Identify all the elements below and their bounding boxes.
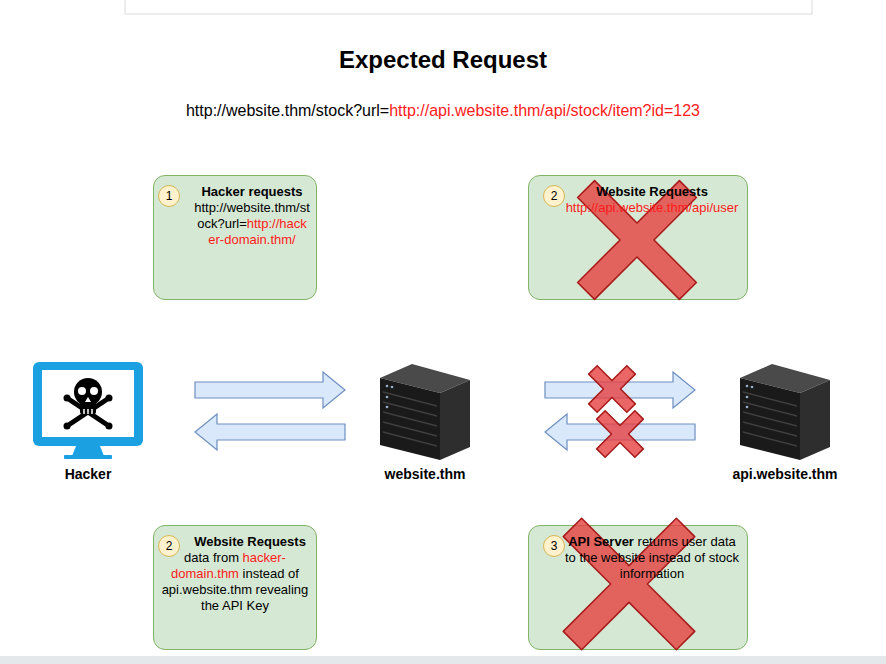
process-box: Website Requestsdata fromhacker-domain.t… xyxy=(153,525,317,650)
request-url: http://website.thm/stock?url=http://api.… xyxy=(0,101,886,121)
bottom-bar xyxy=(0,656,886,664)
arrow-left xyxy=(545,414,695,450)
skull-icon xyxy=(64,378,113,430)
panel-edge xyxy=(125,0,812,14)
process-box: Hacker requestshttp://website.thm/stock?… xyxy=(153,175,317,300)
cross-mark xyxy=(574,351,650,427)
callout-number: 2 xyxy=(158,535,180,557)
box-text: http://api.website.thm/api/user xyxy=(566,200,739,215)
cross-mark xyxy=(535,138,739,342)
cross-mark xyxy=(516,471,742,664)
device-label: website.thm xyxy=(385,465,466,483)
callout-text: 3 xyxy=(551,539,558,553)
hacker-monitor xyxy=(33,362,143,459)
text-block: http://website.thm/stock?url=http://hack… xyxy=(154,200,310,248)
arrow-right xyxy=(195,372,345,408)
url-part: http://website.thm/stock?url= xyxy=(186,102,389,119)
arrow-right xyxy=(545,372,695,408)
url-part: http://api.website.thm/api/stock/item?id… xyxy=(389,102,700,119)
device-label: api.website.thm xyxy=(732,465,837,483)
device-label: Hacker xyxy=(65,465,112,483)
callout-text: 2 xyxy=(551,189,558,203)
text-block: data fromhacker-domain.thminstead of api… xyxy=(154,550,310,614)
box-heading: Hacker requests xyxy=(201,184,302,199)
callout-number: 2 xyxy=(543,185,565,207)
box-heading: Website Requests xyxy=(596,184,708,199)
process-box: Website Requestshttp://api.website.thm/a… xyxy=(528,175,748,300)
box-text: data from xyxy=(184,550,239,565)
callout-number: 3 xyxy=(543,535,565,557)
box-heading: API Server xyxy=(568,534,634,549)
server-icon xyxy=(380,364,470,460)
cross-mark xyxy=(582,396,658,472)
box-heading: Website Requests xyxy=(194,534,306,549)
process-box: API Serverreturns user data to the websi… xyxy=(528,525,748,650)
arrow-left xyxy=(195,414,345,450)
callout-text: 1 xyxy=(166,189,173,203)
callout-number: 1 xyxy=(158,185,180,207)
diagram-title: Expected Request xyxy=(0,45,886,75)
callout-text: 2 xyxy=(166,539,173,553)
